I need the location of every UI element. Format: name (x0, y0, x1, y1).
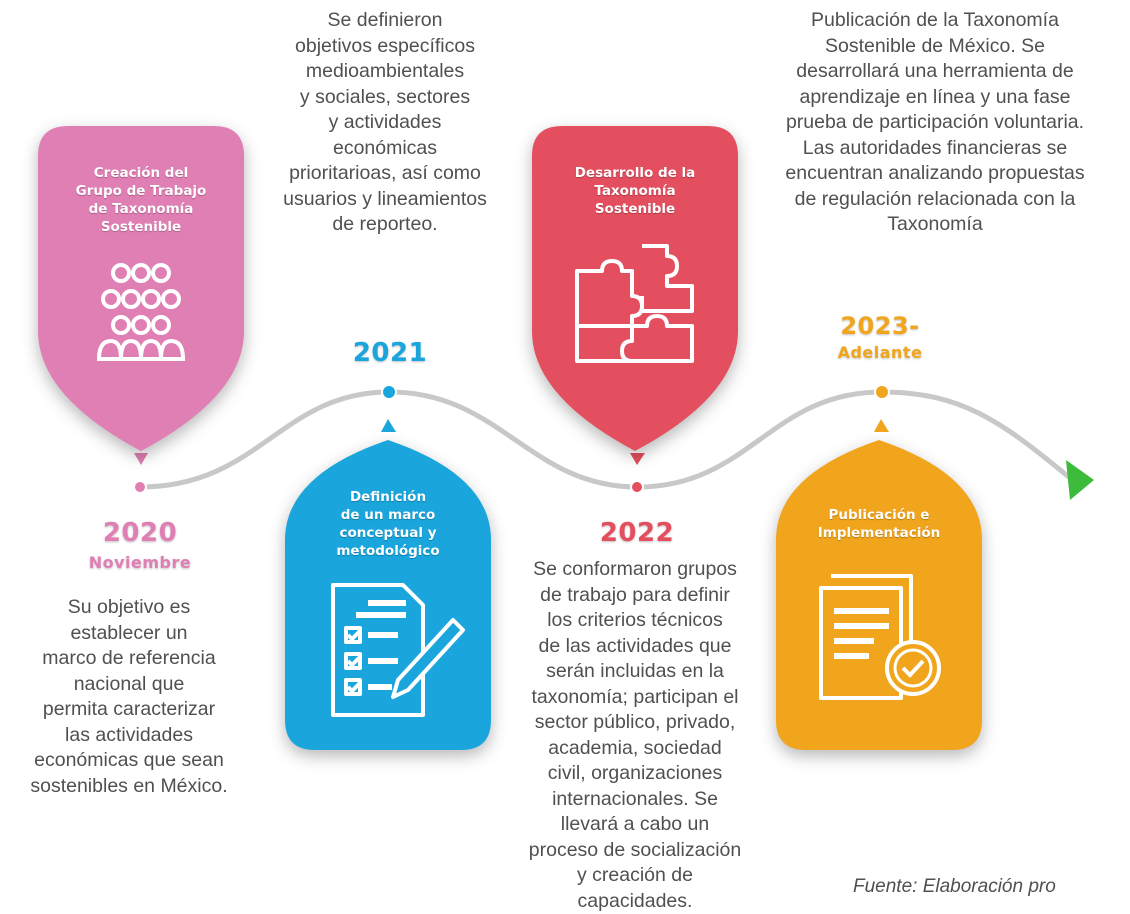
stage-title: Definición de un marco conceptual y meto… (336, 489, 440, 559)
timeline-dot-2021 (381, 384, 397, 400)
subyear-2023: Adelante (837, 343, 923, 362)
year-2023: 2023- (840, 312, 920, 340)
puzzle-icon (575, 244, 694, 363)
stage-card-2022: Desarrollo de la Taxonomía Sostenible (532, 126, 738, 451)
pointer-2021 (381, 419, 396, 432)
pointer-2020 (134, 453, 148, 465)
subyear-2020: Noviembre (88, 553, 192, 572)
timeline-dot-2023 (874, 384, 890, 400)
checklist-pen-icon (331, 583, 465, 717)
card-shape (532, 126, 738, 451)
stage-card-2023: Publicación e Implementación (776, 440, 982, 750)
timeline-end-arrow (1066, 460, 1094, 500)
card-shape (38, 126, 244, 451)
description-2023: Publicación de la Taxonomía Sostenible d… (785, 9, 1085, 235)
timeline-dot-2020 (133, 480, 147, 494)
stage-title: Publicación e Implementación (817, 507, 941, 541)
year-2020: 2020 (102, 518, 178, 548)
timeline-line (137, 389, 1073, 490)
stage-card-2020: Creación del Grupo de Trabajo de Taxonom… (38, 126, 244, 451)
pointer-2022 (630, 453, 645, 465)
stage-title: Desarrollo de la Taxonomía Sostenible (574, 165, 696, 217)
card-shape (285, 440, 491, 750)
pointer-2023 (874, 419, 889, 432)
description-2022: Se conformaron grupos de trabajo para de… (528, 558, 742, 912)
year-2022: 2022 (599, 518, 675, 548)
document-check-icon (819, 574, 941, 700)
stage-card-2021: Definición de un marco conceptual y meto… (285, 440, 491, 750)
timeline-dot-2022 (630, 480, 644, 494)
description-2021: Se definieron objetivos específicos medi… (283, 9, 487, 235)
people-group-icon (96, 263, 186, 361)
year-2021: 2021 (352, 338, 428, 368)
source-note: Fuente: Elaboración pro (853, 876, 1056, 897)
stage-title: Creación del Grupo de Trabajo de Taxonom… (75, 165, 207, 235)
description-2020: Su objetivo es establecer un marco de re… (30, 596, 228, 797)
